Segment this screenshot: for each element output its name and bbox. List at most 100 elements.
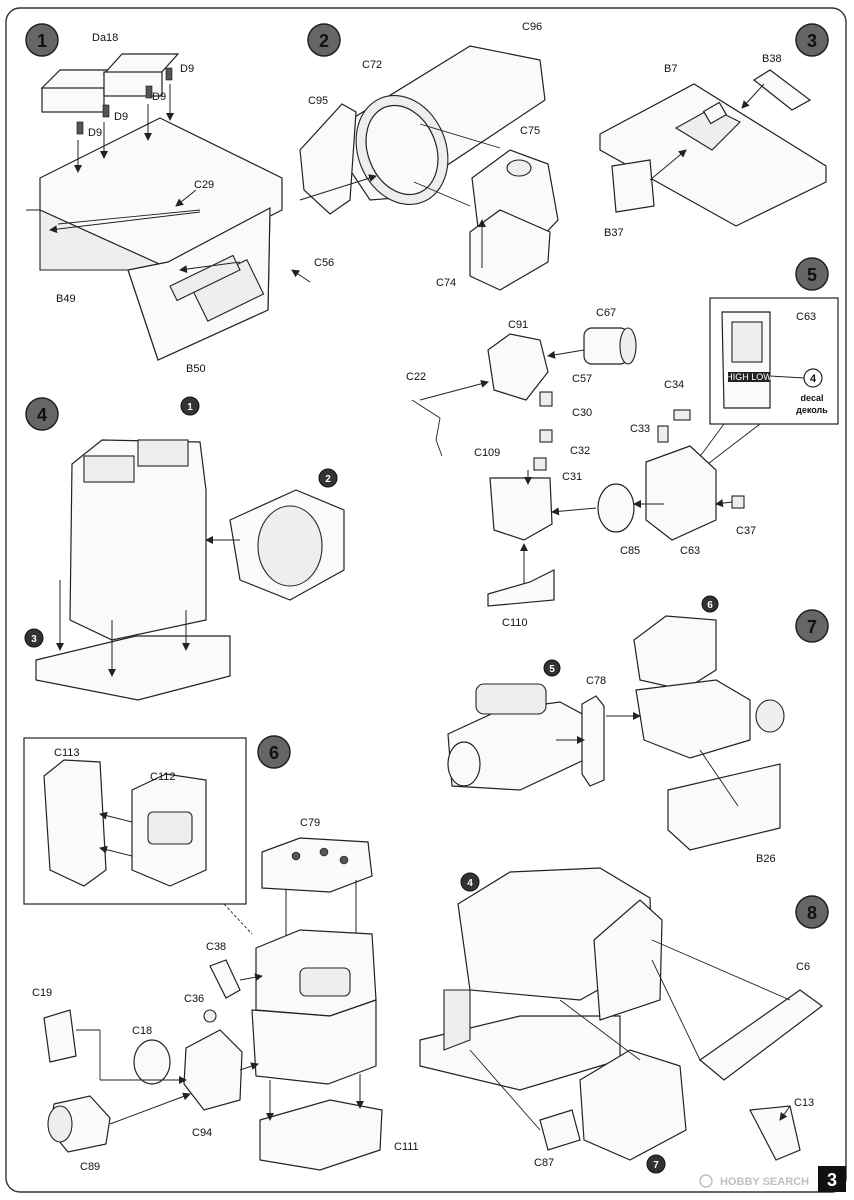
step-2: 2 C96 C72 C95 C75 C74 xyxy=(299,21,559,291)
label-c33: C33 xyxy=(630,423,650,435)
plug-c37 xyxy=(731,495,745,509)
sub-assembly-4-number: 4 xyxy=(467,878,473,889)
step-8-badge xyxy=(795,895,829,929)
watermark-logo-icon xyxy=(699,1174,713,1188)
flange-c18 xyxy=(133,1039,171,1085)
sub-assembly-6-badge xyxy=(701,595,719,613)
step-6-badge xyxy=(257,735,291,769)
floor-plate-b7 xyxy=(599,83,827,227)
step-4: 4 1 2 3 xyxy=(24,396,345,701)
label-c110: C110 xyxy=(502,617,527,629)
label-c74: C74 xyxy=(436,277,456,289)
step-1: 1 Da18 D9 D9 D9 D9 C29 C56 B49 B50 xyxy=(25,23,334,375)
step-4-badge xyxy=(25,397,59,431)
engine-assembly-1 xyxy=(69,439,207,641)
label-c95: C95 xyxy=(308,95,328,107)
sub-assembly-3-badge xyxy=(24,628,44,648)
compressor-body-6 xyxy=(635,679,751,759)
label-b26: B26 xyxy=(756,853,776,865)
label-b7: B7 xyxy=(664,63,677,75)
detail-label-c63: C63 xyxy=(796,311,816,323)
step-6-number: 6 xyxy=(269,743,279,763)
page-number: 3 xyxy=(827,1170,837,1190)
compressor-assembly-7 xyxy=(579,1049,687,1161)
label-c67: C67 xyxy=(596,307,616,319)
label-c56: C56 xyxy=(314,257,334,269)
label-c30: C30 xyxy=(572,407,592,419)
label-c13: C13 xyxy=(794,1097,814,1109)
cylinder-head-c79 xyxy=(261,837,373,893)
label-c34: C34 xyxy=(664,379,684,391)
step-6: 6 C113 C112 xyxy=(23,735,419,1173)
label-b37: B37 xyxy=(604,227,624,239)
sub-assembly-2-number: 2 xyxy=(325,474,331,485)
step-7-badge xyxy=(795,609,829,643)
label-c85: C85 xyxy=(620,545,640,557)
step-3: 3 B7 B38 B37 xyxy=(599,23,829,239)
label-c36: C36 xyxy=(184,993,204,1005)
label-c72: C72 xyxy=(362,59,382,71)
floor-plate-b26 xyxy=(667,763,781,851)
bottom-c74 xyxy=(469,209,551,291)
label-c22: C22 xyxy=(406,371,426,383)
label-d9-d: D9 xyxy=(88,127,102,139)
label-d9-a: D9 xyxy=(180,63,194,75)
exhaust-pipe-c6 xyxy=(699,989,824,1081)
step-8-number: 8 xyxy=(807,903,817,923)
step-5-badge xyxy=(795,257,829,291)
label-c6: C6 xyxy=(796,961,810,973)
part-c32 xyxy=(539,429,553,443)
label-c91: C91 xyxy=(508,319,528,331)
adapter-plate-c78 xyxy=(581,695,605,787)
label-c78: C78 xyxy=(586,675,606,687)
footer: HOBBY SEARCH 3 xyxy=(694,1166,846,1192)
part-c31 xyxy=(533,457,547,471)
label-c79: C79 xyxy=(300,817,320,829)
step-8: 8 4 7 C6 C13 C87 xyxy=(419,867,829,1174)
watermark-text: HOBBY SEARCH xyxy=(720,1176,809,1188)
label-da18: Da18 xyxy=(92,32,118,44)
sub-assembly-7-number: 7 xyxy=(653,1160,659,1171)
bracket-c110 xyxy=(487,569,555,607)
lever-c34 xyxy=(673,409,691,421)
cover-c94 xyxy=(183,1029,243,1111)
compressor-top-6 xyxy=(633,615,717,691)
step-1-number: 1 xyxy=(37,31,47,51)
label-c32: C32 xyxy=(570,445,590,457)
page-number-tab xyxy=(818,1166,846,1192)
watermark-bg xyxy=(694,1172,814,1188)
page-border xyxy=(5,7,847,1193)
step-5-number: 5 xyxy=(807,265,817,285)
decal-4-badge xyxy=(803,368,823,388)
label-c38: C38 xyxy=(206,941,226,953)
cover-c38 xyxy=(209,959,241,999)
sub-assembly-3-number: 3 xyxy=(31,634,37,645)
step-2-badge xyxy=(307,23,341,57)
label-d9-c: D9 xyxy=(114,111,128,123)
sub-assembly-1-number: 1 xyxy=(187,402,193,413)
pipe-c87 xyxy=(539,1109,581,1151)
decal-4-number: 4 xyxy=(810,373,817,385)
label-c89: C89 xyxy=(80,1161,100,1173)
label-c113: C113 xyxy=(54,747,79,759)
label-c18: C18 xyxy=(132,1025,152,1037)
cylinder-head-cover-right xyxy=(103,71,163,97)
exhaust-elbow-c13 xyxy=(749,1105,801,1161)
label-c31: C31 xyxy=(562,471,582,483)
step-5: 5 HIGH LOW 4 decal деколь C63 xyxy=(406,257,839,629)
label-c96: C96 xyxy=(522,21,542,33)
label-c29: C29 xyxy=(194,179,214,191)
step-1-badge xyxy=(25,23,59,57)
label-b38: B38 xyxy=(762,53,782,65)
step-2-number: 2 xyxy=(319,31,329,51)
label-c19: C19 xyxy=(32,987,52,999)
knob-c33 xyxy=(657,425,669,443)
label-c112: C112 xyxy=(150,771,175,783)
sub-assembly-5-badge xyxy=(543,659,561,677)
sub-assembly-7-badge xyxy=(646,1154,666,1174)
step-3-number: 3 xyxy=(807,31,817,51)
crankcase xyxy=(251,999,377,1085)
bracket-c113 xyxy=(43,759,107,887)
bracket-c109 xyxy=(489,477,553,541)
gearbox-c63 xyxy=(645,445,717,541)
